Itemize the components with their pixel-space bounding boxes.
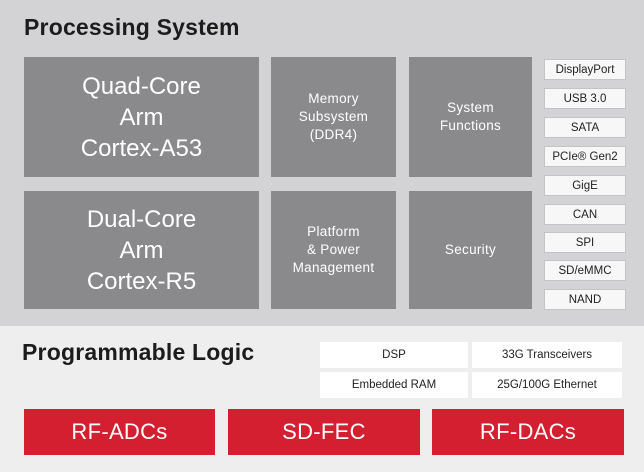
sd-fec-block: SD-FEC: [228, 409, 420, 455]
peripheral-item: DisplayPort: [544, 59, 626, 80]
pl-feature-transceivers: 33G Transceivers: [472, 342, 622, 368]
peripheral-item: USB 3.0: [544, 88, 626, 109]
cortex-a53-block: Quad-Core Arm Cortex-A53: [24, 57, 259, 177]
system-functions-block: System Functions: [409, 57, 532, 177]
peripheral-item: CAN: [544, 204, 626, 225]
pl-feature-dsp: DSP: [320, 342, 468, 368]
security-block: Security: [409, 191, 532, 309]
cortex-r5-label: Dual-Core Arm Cortex-R5: [86, 205, 197, 295]
peripheral-item: GigE: [544, 175, 626, 196]
rf-dacs-block: RF-DACs: [432, 409, 624, 455]
peripheral-item: PCIe® Gen2: [544, 146, 626, 167]
programmable-logic-title: Programmable Logic: [22, 339, 255, 365]
platform-power-block: Platform & Power Management: [271, 191, 396, 309]
pl-feature-ethernet: 25G/100G Ethernet: [472, 372, 622, 398]
security-label: Security: [444, 242, 497, 257]
peripheral-item: NAND: [544, 289, 626, 310]
rf-adcs-block: RF-ADCs: [24, 409, 215, 455]
processing-system-title: Processing System: [24, 14, 240, 40]
peripheral-item: SPI: [544, 232, 626, 253]
pl-feature-embedded-ram: Embedded RAM: [320, 372, 468, 398]
memory-subsystem-label: Memory Subsystem (DDR4): [298, 91, 369, 142]
platform-power-label: Platform & Power Management: [292, 224, 375, 275]
peripheral-item: SATA: [544, 117, 626, 138]
cortex-a53-label: Quad-Core Arm Cortex-A53: [80, 72, 203, 162]
memory-subsystem-block: Memory Subsystem (DDR4): [271, 57, 396, 177]
peripheral-item: SD/eMMC: [544, 260, 626, 281]
cortex-r5-block: Dual-Core Arm Cortex-R5: [24, 191, 259, 309]
system-functions-label: System Functions: [439, 100, 502, 133]
